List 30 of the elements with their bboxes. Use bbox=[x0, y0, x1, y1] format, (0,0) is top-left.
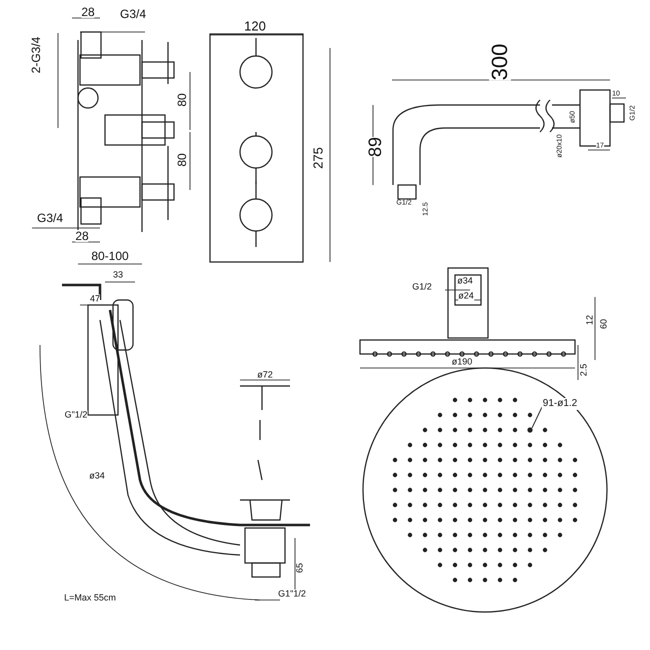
dimension-label: 80 bbox=[176, 93, 188, 107]
dimension-label: 12 bbox=[586, 315, 594, 325]
dimension-label: G1"1/2 bbox=[278, 590, 306, 598]
dimension-label: 2.5 bbox=[580, 364, 588, 376]
dimension-label: ø190 bbox=[452, 358, 472, 366]
dimension-label: 120 bbox=[244, 20, 266, 32]
leader-line bbox=[532, 406, 542, 428]
dimension-label: 60 bbox=[600, 319, 608, 329]
dimension-label: 275 bbox=[312, 147, 324, 169]
dimension-label: G"1/2 bbox=[64, 410, 88, 420]
dimension-label: ø24 bbox=[458, 292, 474, 300]
dimension-label: ø34 bbox=[89, 472, 105, 480]
dimension-label: G1/2 bbox=[412, 282, 432, 292]
dimension-label: ø34 bbox=[457, 276, 473, 286]
callout-text: 91-ø1.2 bbox=[542, 398, 578, 410]
dimension-label: 65 bbox=[296, 563, 304, 573]
dimension-label: G3/4 bbox=[37, 212, 63, 224]
dimension-label: 89 bbox=[366, 136, 384, 158]
dimension-label: 80 bbox=[176, 153, 188, 167]
dimension-label: 28 bbox=[75, 230, 89, 242]
dimension-label: 33 bbox=[113, 270, 123, 280]
dimension-label: 300 bbox=[489, 44, 511, 80]
dimension-label: ø72 bbox=[257, 370, 273, 380]
dimension-label: 47 bbox=[90, 294, 100, 304]
nozzle-hole bbox=[527, 427, 533, 433]
dimension-label: 28 bbox=[81, 6, 95, 18]
dimension-label: G3/4 bbox=[120, 8, 146, 20]
dimension-label: 2-G3/4 bbox=[30, 36, 42, 74]
dimension-label: L=Max 55cm bbox=[64, 594, 116, 602]
dimension-label: 80-100 bbox=[91, 250, 129, 262]
